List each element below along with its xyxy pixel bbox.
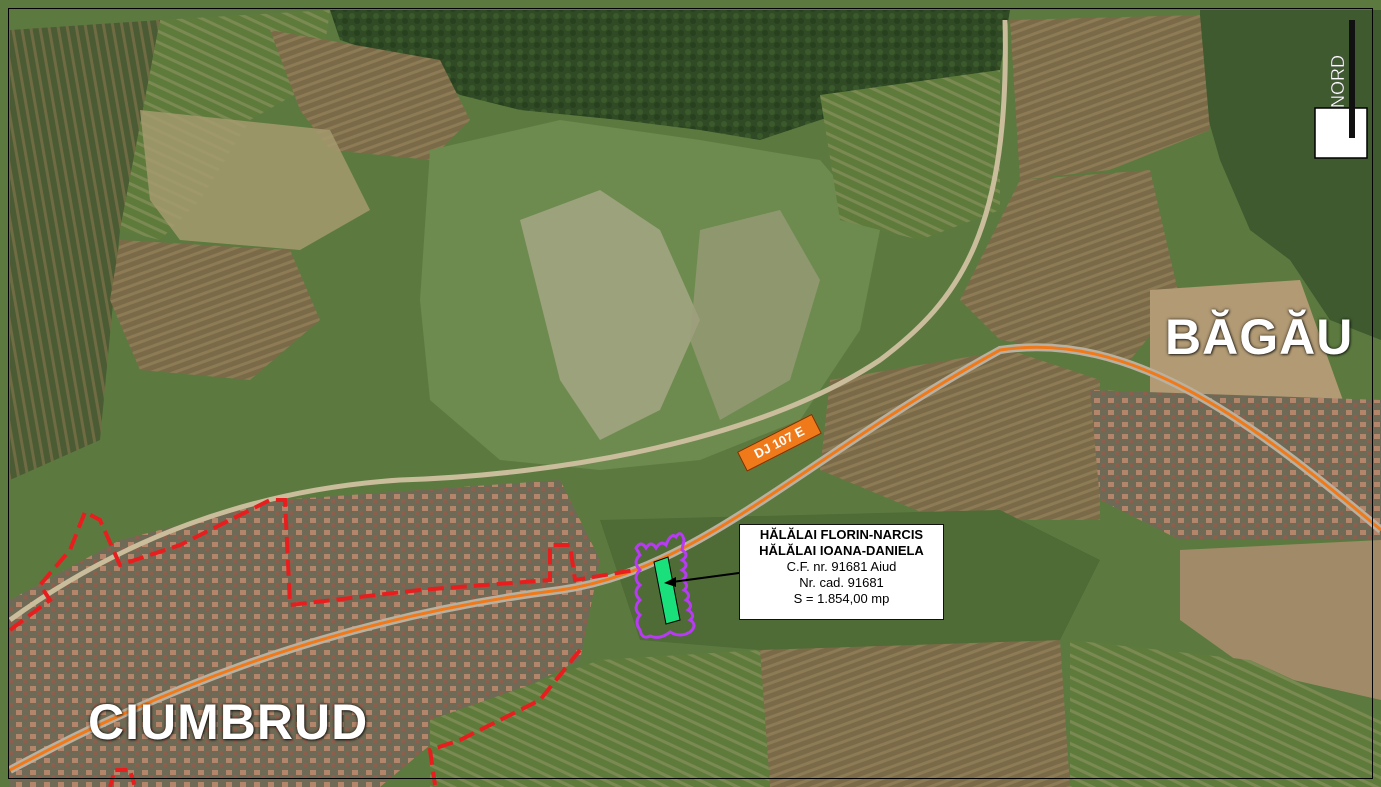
cadastral-number: Nr. cad. 91681 — [799, 575, 884, 590]
road-dj107e — [9, 345, 1381, 772]
north-arrow-icon: NORD — [1314, 20, 1368, 159]
parcel-polygon[interactable] — [653, 556, 681, 625]
parcel-info-box: HĂLĂLAI FLORIN-NARCIS HĂLĂLAI IOANA-DANI… — [739, 524, 944, 620]
owner-name-2: HĂLĂLAI IOANA-DANIELA — [759, 543, 924, 558]
town-label-bagau: BĂGĂU — [1165, 309, 1354, 365]
owner-name-1: HĂLĂLAI FLORIN-NARCIS — [759, 527, 924, 542]
parcel-area: S = 1.854,00 mp — [793, 591, 890, 606]
village-boundary — [8, 498, 636, 786]
north-label: NORD — [1328, 55, 1348, 108]
buffer-zone — [634, 532, 696, 639]
cf-number: C.F. nr. 91681 Aiud — [786, 559, 897, 574]
town-label-ciumbrud: CIUMBRUD — [88, 694, 369, 750]
